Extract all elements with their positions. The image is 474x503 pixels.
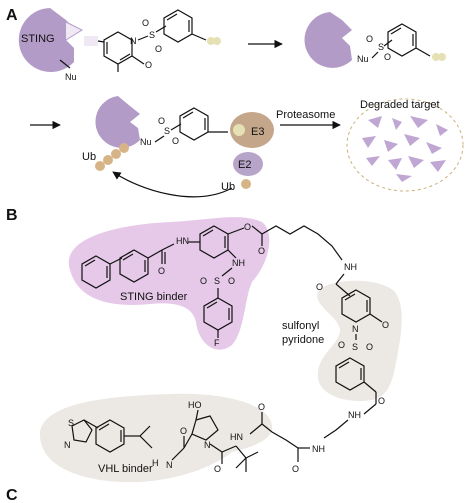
atom-o: O [338, 340, 345, 350]
atom-o: O [366, 342, 373, 352]
sulfonyl-aryl-ring [335, 357, 377, 393]
atom-n: N [130, 36, 137, 46]
atom-o: O [172, 136, 179, 146]
atom-s: S [68, 418, 74, 428]
atom-o: O [382, 320, 389, 330]
ubiquitin-transfer-arrow [112, 171, 233, 198]
atom-o: O [158, 266, 165, 276]
sting-binder-label: STING binder [120, 291, 188, 303]
propyl-linker [323, 419, 349, 439]
vhl-binder-highlight [39, 393, 273, 483]
atom-o: O [244, 222, 251, 232]
ub-label-chain: Ub [82, 151, 96, 163]
atom-ho: HO [188, 400, 202, 410]
atom-nh: NH [312, 444, 325, 454]
vhl-binder-label: VHL binder [98, 463, 153, 475]
sulfonyl-pyridone-highlight [317, 280, 402, 402]
ub-label-e2: Ub [221, 181, 235, 193]
sting-protein-2 [304, 12, 352, 68]
atom-s: S [164, 126, 170, 136]
atom-s: S [352, 342, 358, 352]
succinyl-linker [261, 423, 299, 449]
atom-o: O [258, 402, 265, 412]
atom-o: O [316, 282, 323, 292]
atom-f: F [214, 338, 220, 348]
vhl-phenyl-ring [95, 419, 140, 453]
e2-enzyme [233, 152, 263, 176]
atom-o: O [228, 276, 235, 286]
warhead-beads-1 [207, 37, 221, 45]
atom-o: O [200, 276, 207, 286]
alkyl-linker [261, 225, 343, 261]
atom-n: N [352, 324, 359, 334]
atom-o: O [214, 464, 221, 474]
fluorophenyl-ring [203, 297, 233, 338]
e2-label: E2 [238, 159, 251, 171]
benzene-ring-2 [387, 23, 431, 57]
benzene-ring-1 [163, 9, 207, 43]
aryl-core-ring [188, 225, 245, 259]
atom-o: O [142, 18, 149, 28]
pyridone-ring-1 [103, 31, 145, 72]
biphenyl-group [81, 243, 175, 289]
atom-n: N [64, 440, 71, 450]
atom-o: O [258, 246, 265, 256]
atom-n: N [166, 460, 173, 470]
atom-hn: HN [230, 432, 243, 442]
thiazole-ring [71, 419, 99, 443]
nu-label-1: Nu [65, 72, 77, 82]
sting-label: STING [21, 33, 55, 45]
warhead-beads-2 [432, 53, 446, 61]
ubiquitin-chain [95, 143, 129, 171]
ubiquitin-bead [241, 179, 251, 189]
sulfonyl-label-line1: sulfonyl [282, 320, 319, 332]
e3-ligase [230, 112, 274, 148]
atom-o: O [378, 396, 385, 406]
leaving-group-1 [84, 36, 98, 46]
e3-label: E3 [251, 126, 264, 138]
atom-s: S [214, 276, 220, 286]
proteasome-label: Proteasome [276, 109, 335, 121]
panel-label-a: A [6, 7, 18, 24]
atom-n: N [204, 440, 211, 450]
nu-label-2: Nu [357, 54, 369, 64]
atom-o: O [145, 60, 152, 70]
degraded-target-label: Degraded target [360, 99, 440, 111]
sulfonyl-label-line2: pyridone [282, 334, 324, 346]
hydroxyproline-ring [183, 409, 219, 449]
benzene-ring-3 [179, 107, 228, 141]
panel-label-c: C [6, 487, 18, 503]
atom-o: O [292, 464, 299, 474]
sting-protein-3 [95, 96, 140, 148]
atom-o: O [158, 116, 165, 126]
atom-nh: NH [348, 410, 361, 420]
atom-o: O [155, 44, 162, 54]
panel-label-b: B [6, 207, 18, 224]
sting-protein-1 [18, 8, 84, 72]
atom-s: S [149, 30, 155, 40]
atom-h: H [152, 458, 159, 468]
atom-nh: NH [344, 262, 357, 272]
atom-s: S [378, 42, 384, 52]
nu-label-3: Nu [140, 137, 152, 147]
pyridone-ring-molecule [341, 289, 383, 323]
atom-hn: HN [176, 236, 189, 246]
sting-binder-highlight [68, 217, 270, 350]
degraded-target [346, 98, 464, 192]
atom-o: O [366, 34, 373, 44]
atom-nh: NH [232, 258, 245, 268]
atom-o: O [180, 426, 187, 436]
atom-o: O [384, 52, 391, 62]
